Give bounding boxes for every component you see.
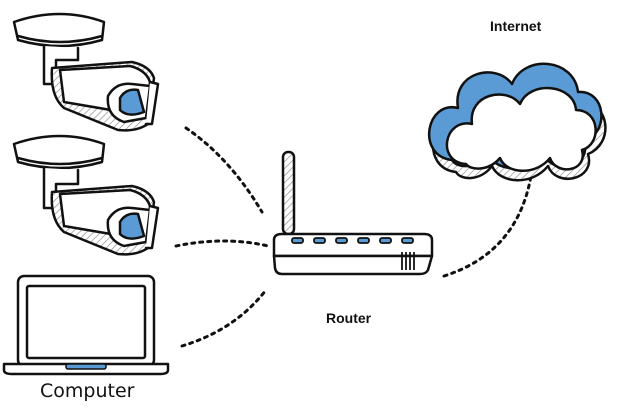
computer-label: Computer [40,380,135,402]
connection-camera-1-router [184,126,264,214]
connection-computer-router [180,288,268,348]
connection-camera-2-router [174,239,270,248]
security-camera-icon [12,12,160,132]
laptop-icon [2,274,170,376]
wifi-router-icon [272,150,434,276]
connection-lines [174,126,534,348]
cloud-icon [427,62,607,182]
router-label: Router [326,310,372,326]
connection-router-internet [442,168,534,278]
security-camera-icon [12,134,160,256]
internet-label: Internet [490,18,542,34]
